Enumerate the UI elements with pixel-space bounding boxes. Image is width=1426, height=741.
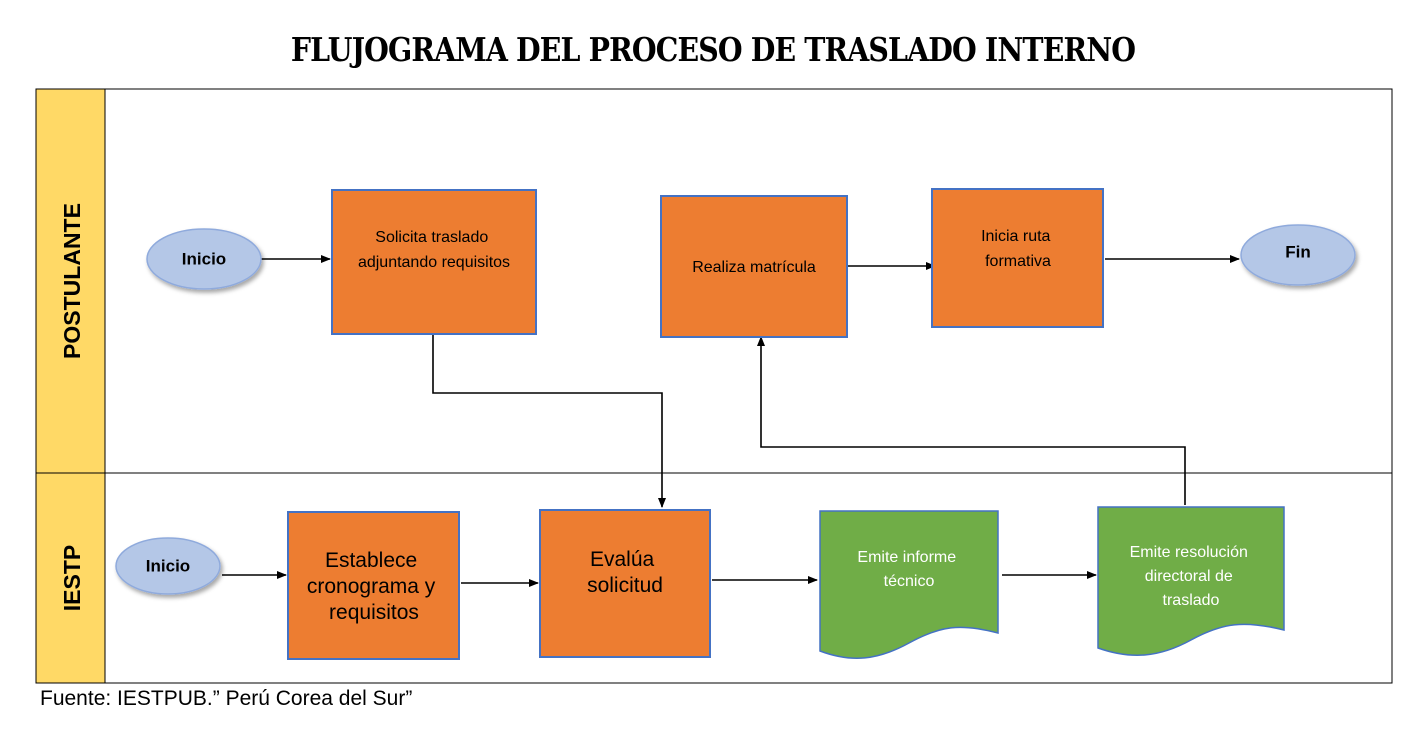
process-evalua: Evalúa solicitud bbox=[539, 509, 711, 658]
terminator-fin: Fin bbox=[1240, 224, 1356, 286]
process-solicita-line-2: adjuntando requisitos bbox=[358, 254, 510, 271]
document-resolucion: Emite resolución directoral de traslado bbox=[1097, 506, 1285, 657]
diagram-title: FLUJOGRAMA DEL PROCESO DE TRASLADO INTER… bbox=[290, 30, 1136, 69]
svg-text:Inicia ruta formativa: Inicia ruta formativa bbox=[981, 228, 1055, 270]
svg-text:Emite resolución directo: Emite resolución directoral de traslado bbox=[1130, 544, 1253, 609]
svg-text:Emite informe técnico: Emite informe técnico bbox=[857, 549, 960, 590]
svg-text:Evalúa solicitud: Evalúa solicitud bbox=[587, 548, 663, 597]
connector-solicita-evalua bbox=[432, 334, 666, 508]
process-establece-line-1: Establece bbox=[325, 549, 417, 572]
process-inicia-line-1: Inicia ruta bbox=[981, 228, 1050, 245]
terminator-inicio-iestp: Inicio bbox=[115, 537, 221, 595]
process-establece-line-3: requisitos bbox=[329, 601, 419, 624]
lane-label-postulante: POSTULANTE bbox=[59, 203, 85, 359]
document-resolucion-line-3: traslado bbox=[1163, 592, 1220, 609]
terminator-inicio-postulante: Inicio bbox=[146, 228, 262, 290]
process-inicia: Inicia ruta formativa bbox=[931, 188, 1104, 328]
document-informe-line-1: Emite informe bbox=[857, 549, 956, 566]
document-resolucion-line-2: directoral de bbox=[1145, 568, 1233, 585]
process-evalua-line-1: Evalúa bbox=[590, 548, 655, 571]
lane-header-postulante bbox=[35, 88, 106, 474]
svg-text:Realiza matrícula: Realiza matrícula bbox=[692, 259, 816, 276]
process-realiza: Realiza matrícula bbox=[660, 195, 848, 338]
process-evalua-line-2: solicitud bbox=[587, 574, 663, 597]
connectors bbox=[222, 255, 1240, 587]
process-establece-line-2: cronograma y bbox=[307, 575, 436, 598]
svg-text:Solicita traslado adjunt: Solicita traslado adjuntando requisitos bbox=[358, 229, 510, 271]
document-resolucion-line-1: Emite resolución bbox=[1130, 544, 1248, 561]
process-solicita-line-1: Solicita traslado bbox=[375, 229, 488, 246]
process-realiza-line-1: Realiza matrícula bbox=[692, 259, 816, 276]
svg-text:Establece cronograma y: Establece cronograma y requisitos bbox=[307, 549, 441, 624]
process-solicita: Solicita traslado adjuntando requisitos bbox=[331, 189, 537, 335]
terminator-inicio-postulante-label: Inicio bbox=[182, 250, 226, 269]
connector-resolucion-realiza bbox=[757, 336, 1186, 505]
process-establece: Establece cronograma y requisitos bbox=[287, 511, 460, 660]
process-inicia-line-2: formativa bbox=[985, 253, 1051, 270]
document-informe: Emite informe técnico bbox=[819, 510, 999, 660]
source-caption: Fuente: IESTPUB.” Perú Corea del Sur” bbox=[40, 687, 413, 710]
lane-header-iestp bbox=[35, 472, 106, 684]
document-informe-line-2: técnico bbox=[884, 573, 935, 590]
terminator-inicio-iestp-label: Inicio bbox=[146, 557, 190, 576]
lane-label-iestp: IESTP bbox=[59, 545, 85, 611]
terminator-fin-label: Fin bbox=[1285, 243, 1311, 262]
